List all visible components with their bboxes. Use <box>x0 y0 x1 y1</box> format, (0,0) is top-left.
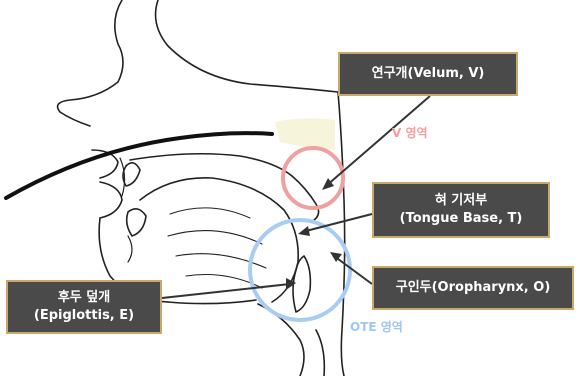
forehead-nose-outline <box>58 0 123 126</box>
oropharynx-label: 구인두(Oropharynx, O) <box>396 279 551 297</box>
velum-callout: 연구개(Velum, V) <box>338 52 518 96</box>
lips-outline <box>92 150 122 218</box>
epiglottis-label-line2: (Epiglottis, E) <box>34 307 134 325</box>
hard-palate <box>130 154 292 176</box>
tongue-outline <box>140 178 298 302</box>
v-region-label: V 영역 <box>392 124 428 141</box>
tongue-base-label-line1: 혀 기저부 <box>435 192 487 210</box>
ote-region-circle <box>250 220 350 320</box>
soft-palate <box>292 176 319 220</box>
endoscope-line <box>6 133 272 198</box>
upper-teeth <box>123 163 140 186</box>
tongue-base-label-line2: (Tongue Base, T) <box>400 210 523 228</box>
upper-skull-curve <box>156 0 338 92</box>
lower-teeth <box>127 209 146 236</box>
velum-label: 연구개(Velum, V) <box>372 65 485 83</box>
larynx-sketch <box>258 304 324 376</box>
ote-region-label: OTE 영역 <box>350 318 403 335</box>
epiglottis-arrow-line <box>162 284 290 298</box>
epiglottis-callout: 후두 덮개 (Epiglottis, E) <box>6 280 162 334</box>
velum-shading <box>275 118 335 150</box>
hyoid-region <box>168 300 256 304</box>
oropharynx-callout: 구인두(Oropharynx, O) <box>372 266 574 310</box>
oropharynx-arrow-line <box>334 256 372 284</box>
epiglottis-label-line1: 후두 덮개 <box>58 289 110 307</box>
epiglottis-sketch <box>293 256 310 312</box>
posterior-pharyngeal-wall <box>338 92 345 376</box>
tongue-base-callout: 혀 기저부 (Tongue Base, T) <box>372 182 550 238</box>
tongue-arrowhead <box>298 226 310 236</box>
